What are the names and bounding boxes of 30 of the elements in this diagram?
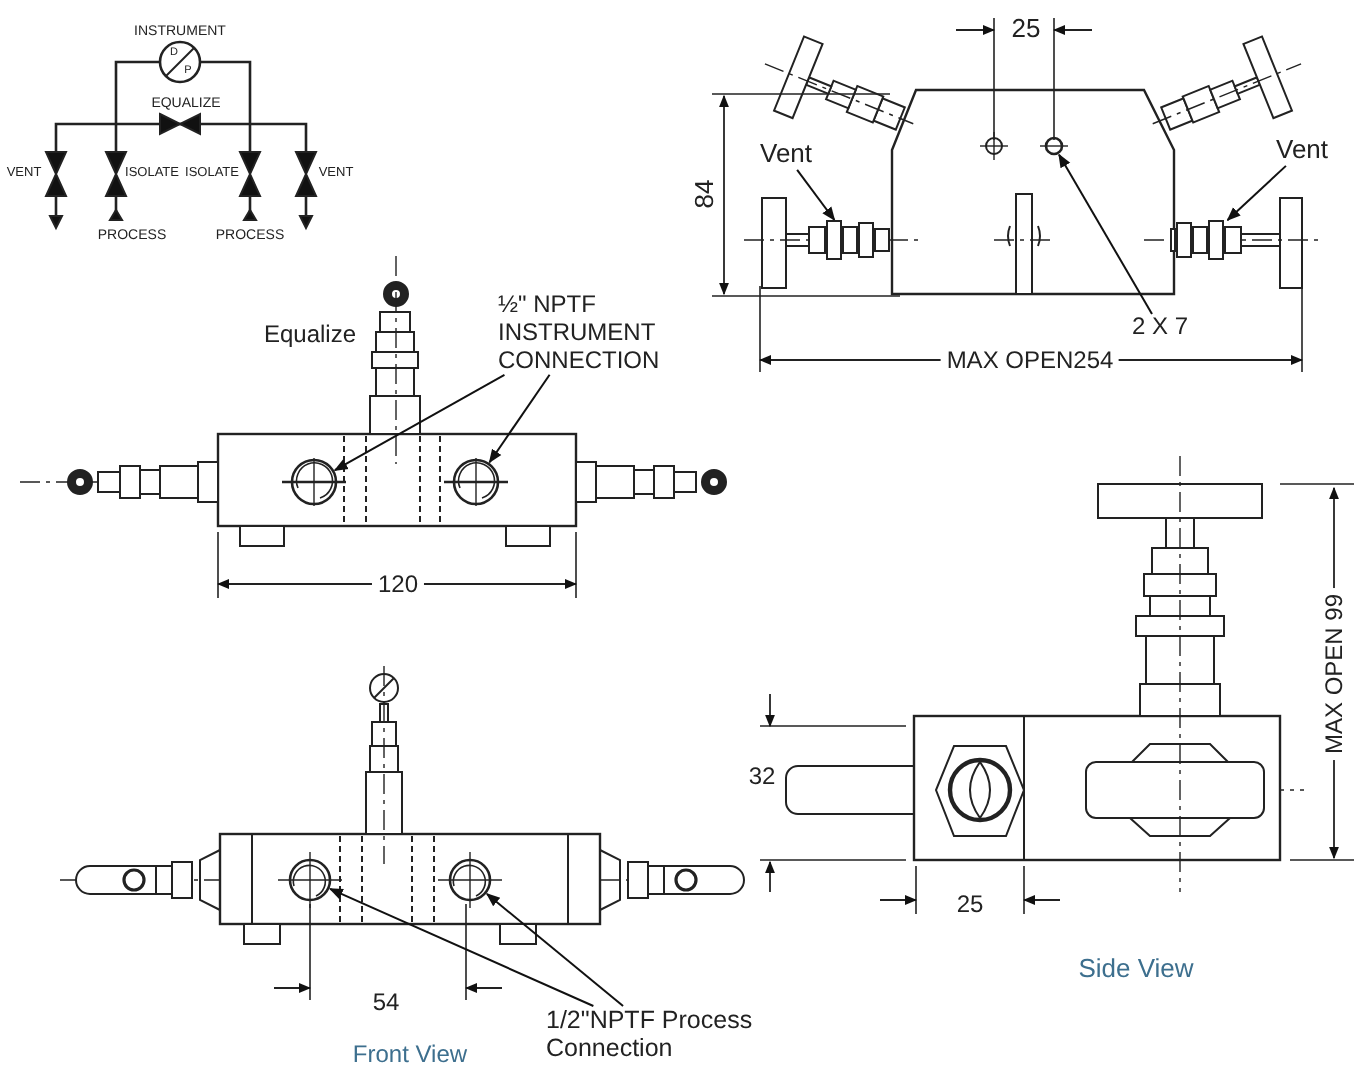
callout-label: ½" NPTF INSTRUMENT CONNECTION — [498, 292, 658, 375]
vent-fitting — [808, 220, 892, 262]
dimension-label: 32 — [748, 764, 776, 788]
dimension-label: 84 — [691, 179, 717, 209]
view-title: Side View — [1078, 955, 1194, 981]
callout-label: Vent — [1276, 136, 1329, 166]
dimension-label: MAX OPEN254 — [940, 348, 1120, 372]
callout-label: Vent — [760, 140, 813, 170]
leader-line — [796, 168, 836, 222]
leader-line — [1058, 153, 1153, 315]
dimension-label: MAX OPEN 99 — [1322, 587, 1346, 761]
dimension-label: 120 — [371, 572, 425, 596]
port-hole — [452, 458, 500, 506]
leader-line — [333, 373, 506, 472]
dimension-label: 25 — [956, 892, 984, 916]
port-hole — [448, 858, 492, 902]
port-hole — [1044, 136, 1064, 156]
vent-fitting — [1168, 220, 1242, 262]
callout-label: 1/2"NPTF Process Connection — [546, 1006, 770, 1064]
dimension-label: 54 — [372, 990, 400, 1014]
leader-line — [485, 893, 625, 1007]
view-title: Front View — [352, 1042, 468, 1066]
port-hole — [290, 458, 338, 506]
part-label: Equalize — [263, 322, 357, 346]
port-hole — [288, 858, 332, 902]
leader-line — [328, 887, 595, 1007]
callout-label: 2 X 7 — [1132, 314, 1189, 342]
leader-line — [1226, 164, 1287, 221]
leader-line — [488, 373, 551, 464]
dimension-label: 25 — [1011, 15, 1041, 41]
